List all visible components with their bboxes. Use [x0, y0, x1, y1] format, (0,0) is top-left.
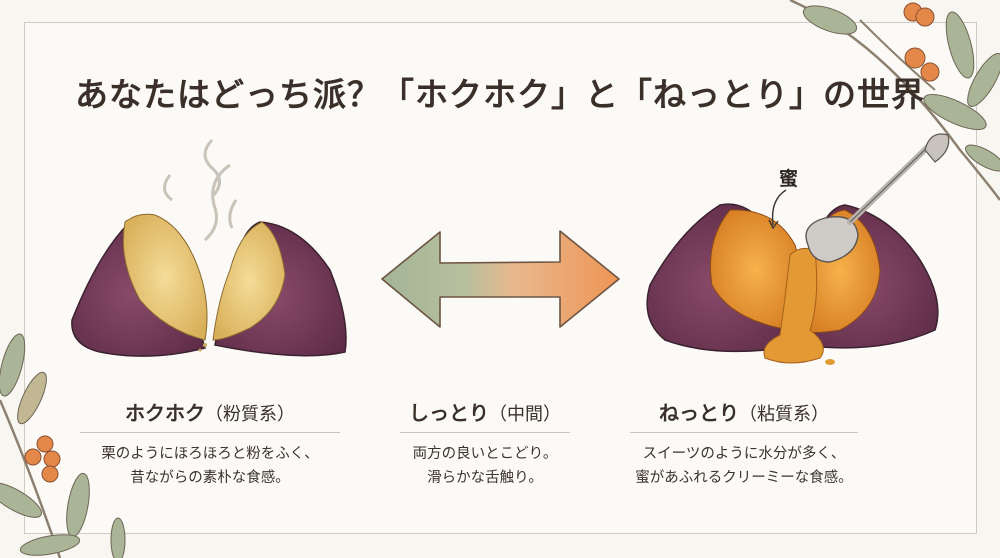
desc-line: 栗のようにほろほろと粉をふく、 [101, 446, 319, 462]
nettori-potato-illustration [646, 133, 950, 365]
heading-paren: （中間） [489, 404, 561, 425]
texture-column-shittori: しっとり（中間） 両方の良いとこどり。 滑らかな舌触り。 [400, 398, 570, 490]
column-heading: ホクホク（粉質系） [80, 398, 340, 428]
column-description: 栗のようにほろほろと粉をふく、 昔ながらの素朴な食感。 [80, 442, 340, 490]
column-heading: しっとり（中間） [400, 398, 570, 428]
heading-paren: （粘質系） [739, 404, 829, 425]
page-title: あなたはどっち派？「ホクホク」と「ねっとり」の世界 [75, 75, 925, 114]
desc-line: 昔ながらの素朴な食感。 [130, 470, 290, 486]
desc-line: 滑らかな舌触り。 [427, 470, 543, 486]
texture-column-hokuhoku: ホクホク（粉質系） 栗のようにほろほろと粉をふく、 昔ながらの素朴な食感。 [80, 398, 340, 490]
divider [400, 432, 570, 433]
heading-main: ホクホク [125, 401, 205, 425]
divider [630, 432, 858, 433]
column-heading: ねっとり（粘質系） [630, 398, 858, 428]
desc-line: スイーツのように水分が多く、 [642, 446, 846, 462]
heading-paren: （粉質系） [205, 404, 295, 425]
honey-label: 蜜 [779, 168, 799, 190]
double-arrow-icon [381, 230, 620, 328]
desc-line: 両方の良いとこどり。 [412, 446, 558, 462]
texture-column-nettori: ねっとり（粘質系） スイーツのように水分が多く、 蜜があふれるクリーミーな食感。 [630, 398, 858, 490]
desc-line: 蜜があふれるクリーミーな食感。 [635, 470, 853, 486]
heading-main: ねっとり [659, 401, 739, 425]
branch-bottom-left-icon [0, 333, 126, 558]
column-description: スイーツのように水分が多く、 蜜があふれるクリーミーな食感。 [600, 442, 888, 490]
hokuhoku-potato-illustration [71, 138, 347, 357]
heading-main: しっとり [409, 401, 489, 425]
column-description: 両方の良いとこどり。 滑らかな舌触り。 [400, 442, 570, 490]
branch-top-right-icon [789, 0, 1000, 201]
divider [80, 432, 340, 433]
